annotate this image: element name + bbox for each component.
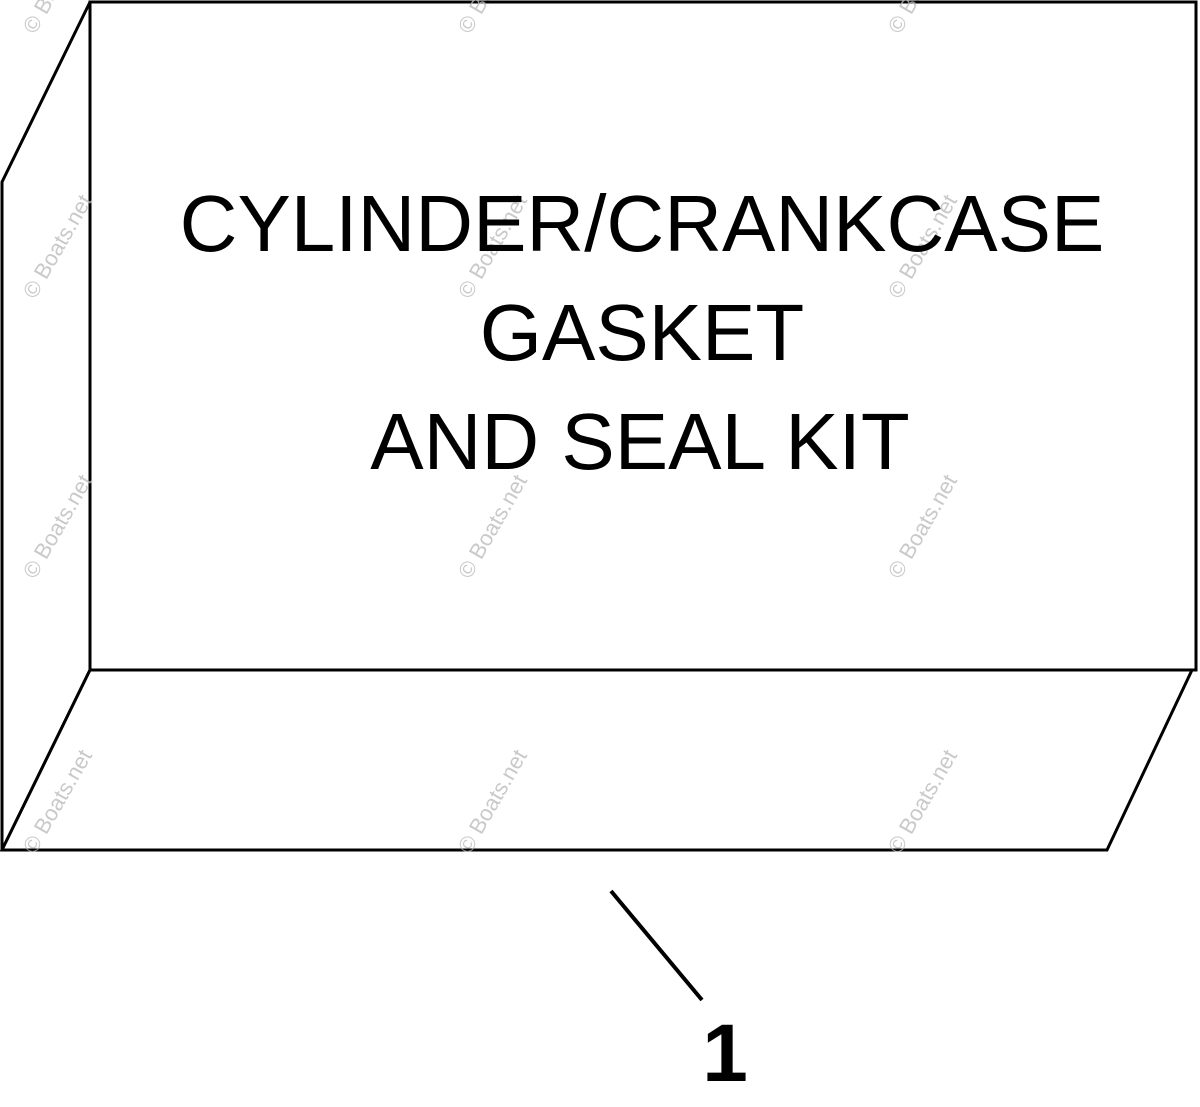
callout-leader-line bbox=[609, 889, 704, 1002]
callout-number: 1 bbox=[702, 1008, 748, 1099]
kit-label-line-3: AND SEAL KIT bbox=[370, 397, 909, 486]
box-front-face bbox=[88, 0, 1198, 672]
kit-label-line-1: CYLINDER/CRANKCASE bbox=[180, 179, 1105, 268]
box-bottom-face bbox=[0, 668, 1195, 852]
kit-label-line-2: GASKET bbox=[480, 288, 805, 377]
